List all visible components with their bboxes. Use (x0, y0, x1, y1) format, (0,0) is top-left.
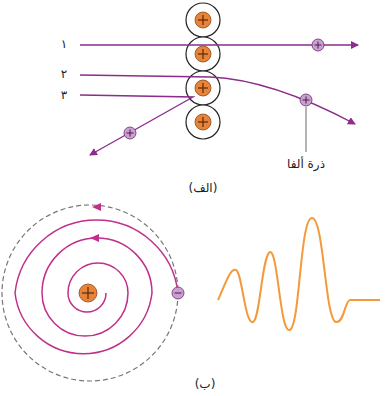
callout-number: ۱ (59, 37, 69, 51)
arrow-head (90, 234, 99, 242)
callout-number: ۳ (59, 88, 69, 102)
alpha-path (80, 75, 355, 124)
leader-line (306, 107, 307, 152)
nucleus (186, 37, 220, 71)
alpha-path (80, 95, 193, 155)
callout-number: ۲ (59, 67, 69, 81)
nucleus (186, 105, 220, 139)
alpha-particle (300, 94, 312, 106)
alpha-particle (312, 39, 324, 51)
arrow-head (92, 203, 101, 211)
spiral-path (15, 220, 178, 354)
panel-label: (الف) (187, 181, 220, 195)
particle-label: ذرة ألفا (285, 157, 327, 171)
panel-label: (ب) (193, 377, 218, 391)
orbit (2, 205, 178, 381)
nucleus (79, 284, 97, 302)
alpha-particle (124, 127, 136, 139)
electron (172, 287, 184, 299)
wave (218, 218, 380, 330)
nucleus (186, 3, 220, 37)
